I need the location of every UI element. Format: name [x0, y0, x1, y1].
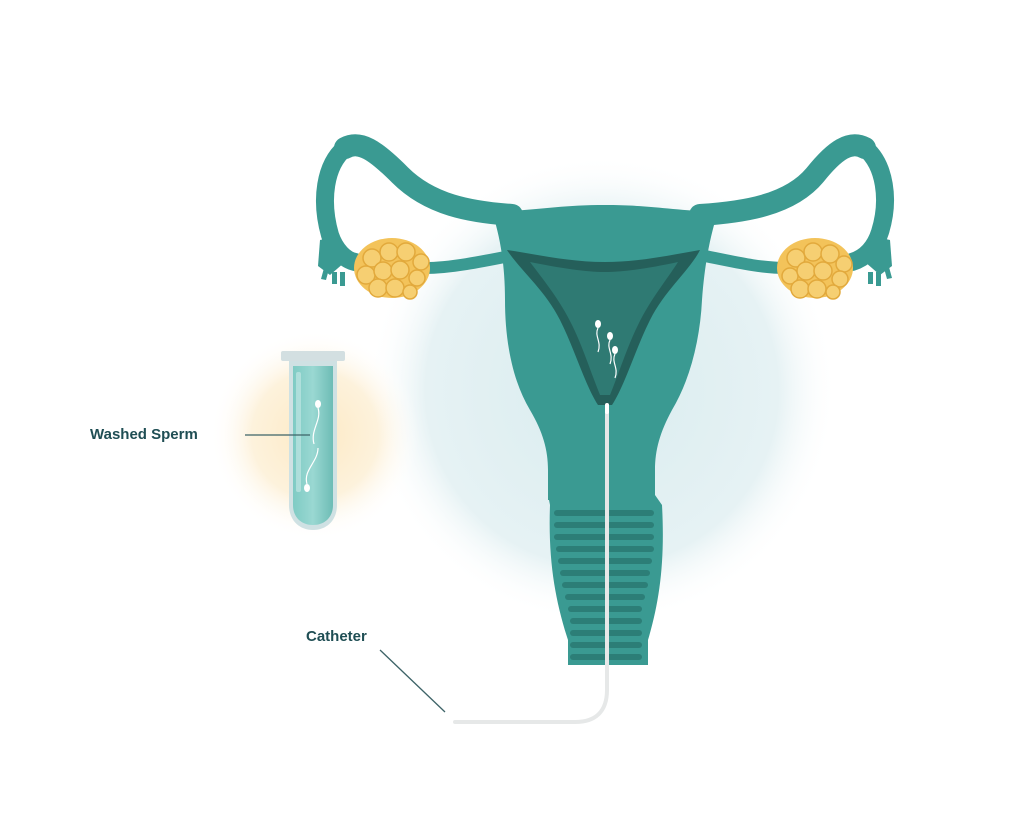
fimbriae-left — [318, 236, 345, 286]
fallopian-tube-left — [316, 134, 523, 271]
test-tube-icon — [281, 351, 345, 530]
washed-sperm-label: Washed Sperm — [90, 426, 198, 443]
ovary-left-icon — [354, 238, 430, 300]
catheter-label: Catheter — [306, 628, 367, 645]
catheter-tube — [453, 408, 609, 724]
fimbriae-right — [865, 236, 892, 286]
catheter-leader-line — [379, 649, 446, 713]
sperm-cell-in-tube-icon — [304, 400, 321, 492]
sperm-cell-icon — [595, 320, 618, 379]
fallopian-tube-right — [689, 134, 894, 271]
uterine-lining — [530, 262, 678, 395]
ovary-right-icon — [777, 238, 853, 300]
